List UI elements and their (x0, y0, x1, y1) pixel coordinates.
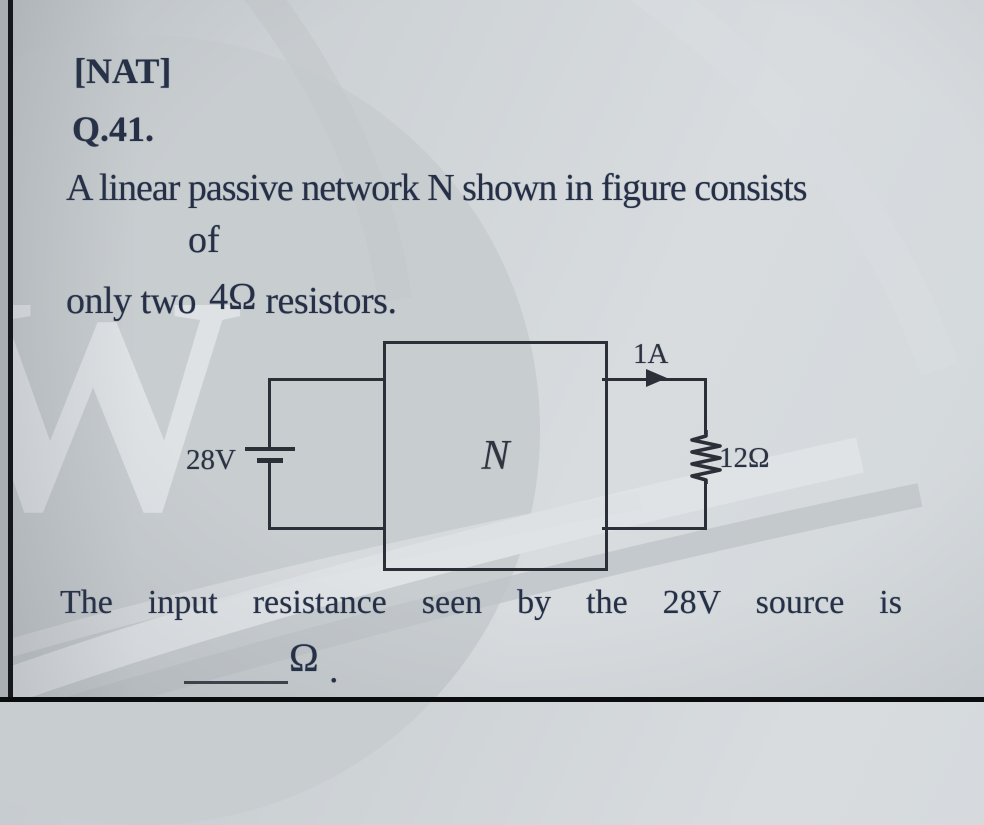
question-line3-prefix: only two (66, 280, 197, 322)
wire-left-upper (268, 378, 271, 449)
battery-plate-short (257, 458, 283, 463)
answer-period: . (329, 649, 339, 691)
wire-bottom-left (270, 527, 385, 530)
network-box: N (383, 341, 608, 571)
battery-plate-long (245, 447, 295, 451)
wire-top-left (270, 378, 385, 381)
answer-blank (184, 681, 288, 684)
load-resistance-label: 12Ω (719, 442, 770, 474)
wire-right-upper (704, 378, 707, 434)
resistor-icon (690, 430, 722, 484)
network-label: N (481, 433, 510, 479)
source-voltage-label: 28V (186, 444, 236, 476)
question-text-line2: of (188, 219, 220, 261)
watermark-swoosh (0, 0, 959, 702)
wire-left-lower (268, 462, 271, 530)
bottom-edge-strip (0, 697, 984, 702)
wire-right-lower (704, 481, 707, 530)
watermark-letter: W (0, 233, 245, 576)
question-text-line1: A linear passive network N shown in figu… (66, 167, 808, 209)
question-line3-suffix: resistors. (265, 280, 397, 322)
question-type-tag: [NAT] (74, 51, 172, 91)
question-number: Q.41. (72, 109, 155, 149)
circuit-diagram: 28V N 1A 12Ω (186, 338, 770, 571)
wire-bottom-right (602, 527, 707, 530)
current-arrow-icon (646, 369, 667, 387)
left-edge-line (8, 0, 13, 702)
left-edge-strip (0, 0, 8, 702)
answer-unit: Ω (289, 635, 319, 680)
answer-statement: The input resistance seen by the 28V sou… (60, 584, 902, 621)
current-label: 1A (633, 338, 669, 370)
resistor-value-inline: 4Ω (209, 276, 257, 318)
